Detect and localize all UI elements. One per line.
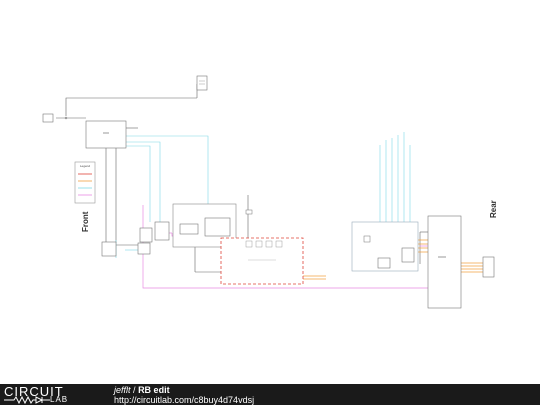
- title-separator: /: [133, 385, 136, 395]
- schematic-canvas: Legend Front Rear: [42, 75, 498, 309]
- switch-component: [42, 113, 68, 123]
- circuitlab-logo[interactable]: CIRCUIT LAB: [4, 385, 90, 404]
- rear-label: Rear: [489, 200, 498, 218]
- circuit-title: jefflt / RB edit: [114, 385, 170, 395]
- accessory-block: [220, 237, 304, 285]
- resistor-icon: [4, 396, 50, 404]
- circuit-url[interactable]: http://circuitlab.com/c8buy4d74vdsj: [114, 395, 255, 405]
- logo-word: CIRCUIT: [4, 384, 64, 399]
- author-link[interactable]: jefflt: [114, 385, 131, 395]
- top-component: [196, 75, 208, 91]
- circuit-name[interactable]: RB edit: [138, 385, 170, 395]
- cyan-wires: [103, 132, 411, 258]
- black-wires: [56, 84, 430, 273]
- legend-title: Legend: [80, 164, 90, 168]
- legend: Legend: [74, 161, 96, 204]
- rear-controller: [427, 215, 462, 309]
- front-label: Front: [81, 211, 90, 232]
- footer-bar: CIRCUIT LAB jefflt / RB edit http://circ…: [0, 384, 540, 405]
- front-module: [85, 120, 127, 149]
- rear-connector: [482, 256, 495, 278]
- logo-sub: LAB: [50, 395, 69, 404]
- front-relays: [101, 221, 170, 257]
- rear-module: [351, 221, 419, 272]
